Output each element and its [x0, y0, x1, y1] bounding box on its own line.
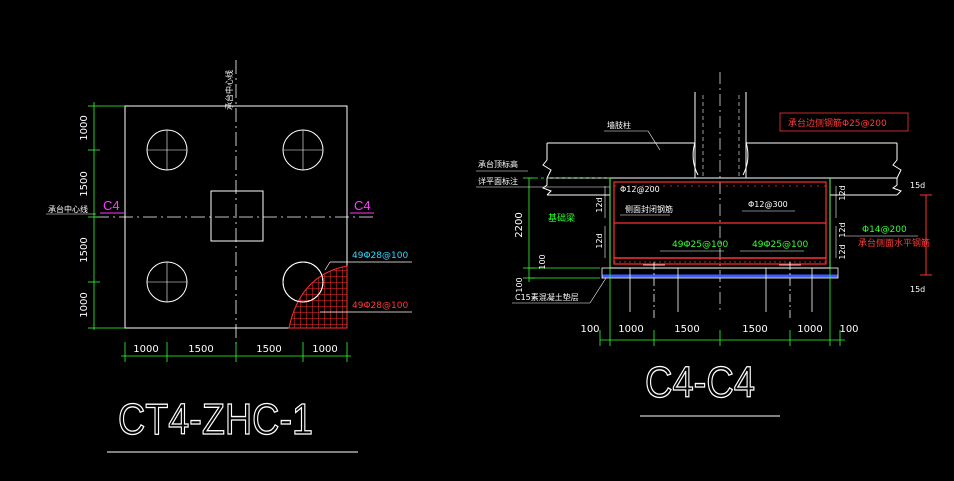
- section-dim-5: 1000: [797, 324, 822, 335]
- axis-label-vertical: 承台中心线: [224, 70, 234, 110]
- section-title: C4-C4: [645, 358, 755, 407]
- label-12d-a: 12d: [595, 197, 604, 212]
- section-dim-6: 100: [839, 324, 858, 335]
- dim-bottom-2: 1500: [188, 344, 213, 355]
- section-mark-left: C4: [103, 198, 120, 213]
- label-foundation-beam: 基础梁: [548, 212, 575, 224]
- dim-bottom-1: 1000: [133, 344, 158, 355]
- rebar-label-bottom: 49Φ28@100: [352, 301, 408, 311]
- dim-left-4: 1000: [79, 292, 90, 317]
- label-12d-b: 12d: [595, 233, 604, 248]
- label-12d-c: 12d: [838, 185, 847, 200]
- label-mid-rebar: Φ12@300: [748, 200, 788, 209]
- column: [692, 72, 749, 310]
- section-view: 墙肢柱 承台边侧钢筋Φ25@200 承台顶标高 详平面标注 Φ12@200 侧面…: [476, 72, 932, 417]
- column-square: [210, 190, 264, 242]
- label-top-elev-2: 详平面标注: [478, 176, 518, 186]
- section-dim-1: 100: [580, 324, 599, 335]
- dim-100: 100: [538, 254, 547, 269]
- label-bottom-rebar-2: 49Φ25@100: [752, 240, 808, 250]
- section-mark-right: C4: [354, 198, 371, 213]
- label-side-rebar-2: 承台侧面水平钢筋: [858, 237, 930, 249]
- dim-100-b: 100: [515, 277, 524, 292]
- rebar-label-top: 49Φ28@100: [352, 251, 408, 261]
- section-dim-3: 1500: [674, 324, 699, 335]
- label-15d-top: 15d: [910, 181, 925, 190]
- dim-bottom-4: 1000: [312, 344, 337, 355]
- plan-view: 1000 1500 1500 1000 1000 1500 1500 1000 …: [46, 60, 412, 453]
- label-stirrup-2: 侧面封闭钢筋: [625, 204, 673, 214]
- label-top-elev-1: 承台顶标高: [478, 159, 518, 169]
- section-dim-4: 1500: [742, 324, 767, 335]
- dimension-bottom: [121, 342, 351, 362]
- section-dim-2: 1000: [618, 324, 643, 335]
- label-side-rebar: Φ14@200: [862, 225, 907, 235]
- axis-label-horizontal: 承台中心线: [48, 204, 88, 214]
- dim-left-1: 1000: [79, 115, 90, 140]
- label-column: 墙肢柱: [607, 120, 631, 130]
- dimension-left: [88, 102, 125, 330]
- dim-left-2: 1500: [79, 171, 90, 196]
- plan-title: CT4-ZHC-1: [118, 395, 313, 444]
- label-edge-rebar: 承台边侧钢筋Φ25@200: [788, 117, 887, 129]
- label-stirrup: Φ12@200: [620, 185, 660, 194]
- cushion-layer: [601, 267, 839, 279]
- label-bottom-rebar-1: 49Φ25@100: [672, 240, 728, 250]
- label-12d-e: 12d: [838, 244, 847, 259]
- label-cushion: C15素混凝土垫层: [515, 292, 579, 302]
- dim-left-3: 1500: [79, 237, 90, 262]
- dim-bottom-3: 1500: [256, 344, 281, 355]
- piles-section: [629, 262, 813, 318]
- bracket-15d: [920, 194, 932, 276]
- label-12d-d: 12d: [838, 222, 847, 237]
- rebar-hatch: [288, 265, 348, 329]
- label-15d-bottom: 15d: [910, 285, 925, 294]
- beams: [541, 142, 902, 196]
- dim-height: 2200: [514, 212, 525, 237]
- pile-circles: [146, 129, 324, 303]
